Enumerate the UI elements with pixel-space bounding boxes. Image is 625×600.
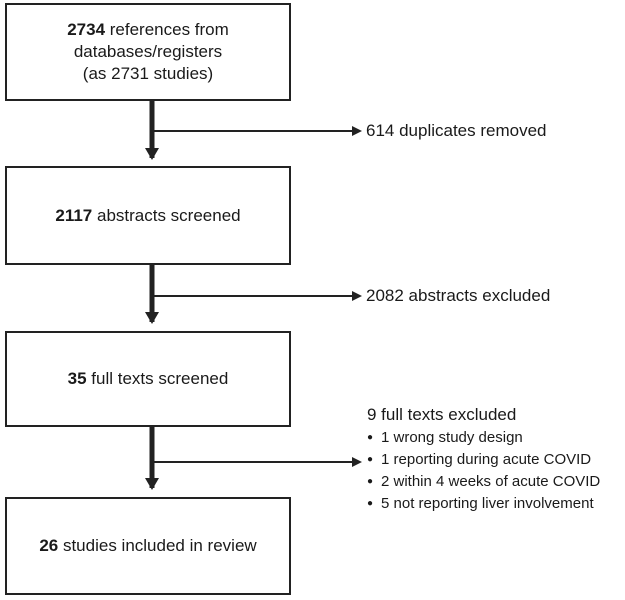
exclusion-reason: 5 not reporting liver involvement [367,493,600,515]
included-count: 26 [39,536,59,555]
exclusion-reason: 1 wrong study design [367,427,600,449]
references-text-2: databases/registers [73,42,223,61]
duplicates-removed-note: 614 duplicates removed [366,121,547,140]
fulltexts-count: 35 [67,369,87,388]
fulltexts-text: full texts screened [86,369,229,388]
box-fulltexts-screened: 35 full texts screened [5,331,291,427]
box-abstracts-screened: 2117 abstracts screened [5,166,291,265]
abstracts-excluded-note: 2082 abstracts excluded [366,286,551,305]
exclusion-reason: 2 within 4 weeks of acute COVID [367,471,600,493]
references-text-1: references from [105,20,229,39]
references-text-3: (as 2731 studies) [82,64,214,83]
exclusion-reason: 1 reporting during acute COVID [367,449,600,471]
fulltexts-excluded-title: 9 full texts excluded [367,405,517,424]
included-text: studies included in review [58,536,257,555]
abstracts-count: 2117 [55,205,93,225]
abstracts-text: abstracts screened [92,205,241,225]
references-count: 2734 [67,20,106,39]
fulltexts-excluded-note: 9 full texts excluded 1 wrong study desi… [367,405,600,515]
exclusion-reasons-list: 1 wrong study design 1 reporting during … [367,427,600,515]
box-references: 2734 references from databases/registers… [5,3,291,101]
box-included: 26 studies included in review [5,497,291,595]
